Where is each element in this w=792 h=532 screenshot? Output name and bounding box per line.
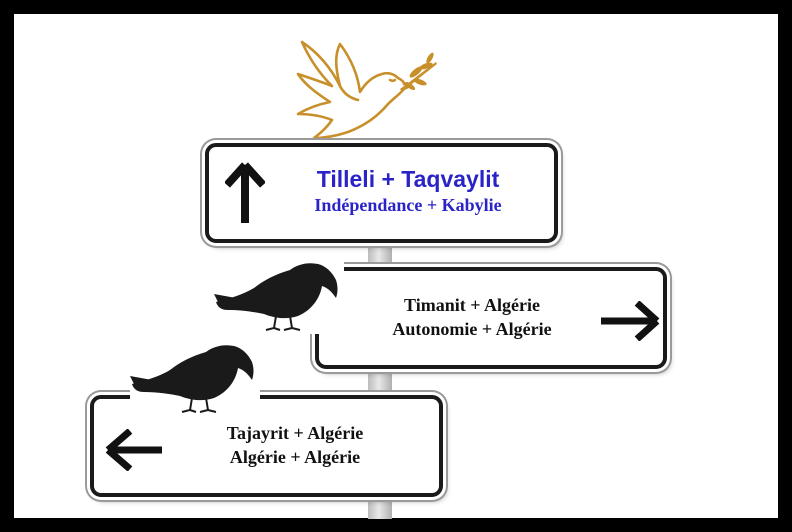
sign-text-panel: Tilleli + Taqvaylit Indépendance + Kabyl… xyxy=(271,151,545,231)
left-arrow-icon xyxy=(105,429,166,471)
sign-pole-segment xyxy=(368,369,392,395)
sign-line-1: Tilleli + Taqvaylit xyxy=(316,166,500,192)
sign-pole-segment xyxy=(368,243,392,267)
sign-independance: Tilleli + Taqvaylit Indépendance + Kabyl… xyxy=(205,143,558,243)
dove-icon xyxy=(296,40,437,140)
crow-icon xyxy=(130,340,260,416)
sign-line-1: Tajayrit + Algérie xyxy=(226,423,364,443)
sign-line-2: Algérie + Algérie xyxy=(229,447,361,467)
sign-line-2: Indépendance + Kabylie xyxy=(314,195,502,215)
sign-autonomie: Timanit + Algérie Autonomie + Algérie xyxy=(315,267,667,369)
sign-text-panel: Timanit + Algérie Autonomie + Algérie xyxy=(341,281,603,353)
right-arrow-icon xyxy=(601,301,660,341)
sign-text-panel: Tajayrit + Algérie Algérie + Algérie xyxy=(162,409,428,481)
sign-line-2: Autonomie + Algérie xyxy=(392,319,552,339)
sign-line-1: Timanit + Algérie xyxy=(404,295,540,315)
sign-pole-segment xyxy=(368,497,392,519)
crow-icon xyxy=(214,258,344,334)
up-arrow-icon xyxy=(225,162,265,223)
